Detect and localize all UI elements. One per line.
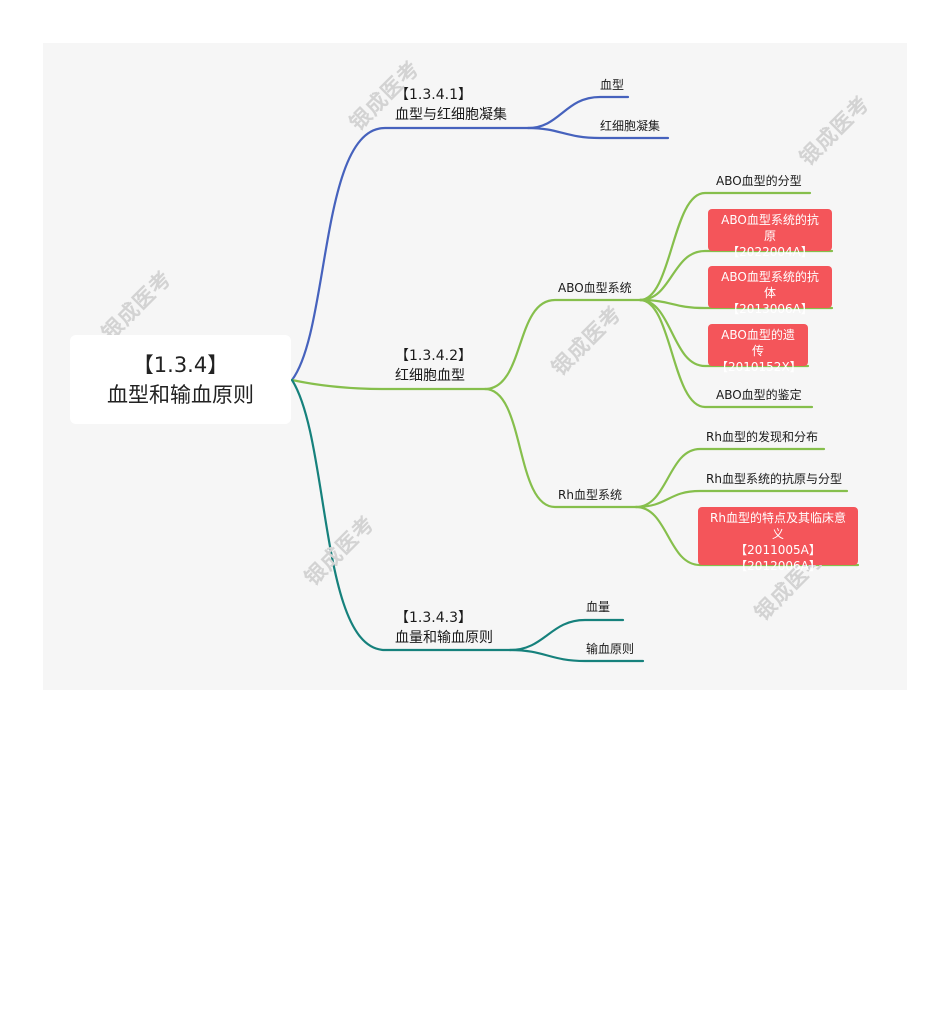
leaf-abo-typing[interactable]: ABO血型的分型 (716, 174, 802, 188)
link-root-b1 (290, 126, 530, 382)
leaf-abo-antibody[interactable]: ABO血型系统的抗体 【2013006A】 (708, 266, 832, 316)
link-root-b3 (290, 378, 512, 652)
branch-title: 血量和输血原则 (395, 630, 493, 646)
link-b3-c1 (508, 618, 625, 652)
leaf-rh-discovery[interactable]: Rh血型的发现和分布 (706, 430, 818, 444)
link-abo-1 (638, 191, 812, 302)
subtopic-agglutination[interactable]: 红细胞凝集 (600, 119, 661, 133)
branch-topic-1[interactable]: 【1.3.4.1】 血型与红细胞凝集 (395, 85, 507, 125)
root-title: 血型和输血原则 (107, 382, 254, 407)
link-b1-c2 (526, 126, 670, 140)
branch-topic-3[interactable]: 【1.3.4.3】 血量和输血原则 (395, 608, 493, 648)
leaf-abo-inheritance[interactable]: ABO血型的遗传 【2010152X】 (708, 324, 808, 374)
link-rh-3 (634, 505, 860, 567)
branch-topic-2[interactable]: 【1.3.4.2】 红细胞血型 (395, 346, 472, 386)
link-b1-c1 (526, 95, 630, 130)
root-code: 【1.3.4】 (132, 352, 229, 377)
branch-title: 血型与红细胞凝集 (395, 107, 507, 123)
subtopic-blood-type[interactable]: 血型 (600, 78, 625, 92)
leaf-abo-identification[interactable]: ABO血型的鉴定 (716, 388, 802, 402)
branch-code: 【1.3.4.1】 (395, 87, 472, 103)
link-abo-5 (638, 298, 814, 409)
link-abo-3 (638, 298, 834, 310)
link-root-b2 (290, 378, 487, 391)
subtopic-rh-system[interactable]: Rh血型系统 (558, 488, 622, 502)
leaf-rh-antigen[interactable]: Rh血型系统的抗原与分型 (706, 472, 842, 486)
leaf-abo-antigen[interactable]: ABO血型系统的抗原 【2022004A】 (708, 209, 832, 259)
link-abo-2 (638, 249, 834, 302)
root-topic[interactable]: 【1.3.4】 血型和输血原则 (70, 335, 291, 424)
branch-title: 红细胞血型 (395, 368, 465, 384)
link-rh-2 (634, 489, 849, 509)
subtopic-blood-volume[interactable]: 血量 (586, 600, 611, 614)
link-b3-c2 (508, 648, 645, 663)
link-b2-abo (483, 298, 642, 391)
subtopic-abo-system[interactable]: ABO血型系统 (558, 281, 632, 295)
leaf-rh-clinical[interactable]: Rh血型的特点及其临床意义 【2011005A】 【2012006A】 (698, 507, 858, 573)
branch-code: 【1.3.4.3】 (395, 610, 472, 626)
branch-code: 【1.3.4.2】 (395, 348, 472, 364)
link-rh-1 (634, 447, 826, 509)
subtopic-transfusion-principle[interactable]: 输血原则 (586, 642, 635, 656)
link-b2-rh (483, 387, 638, 509)
